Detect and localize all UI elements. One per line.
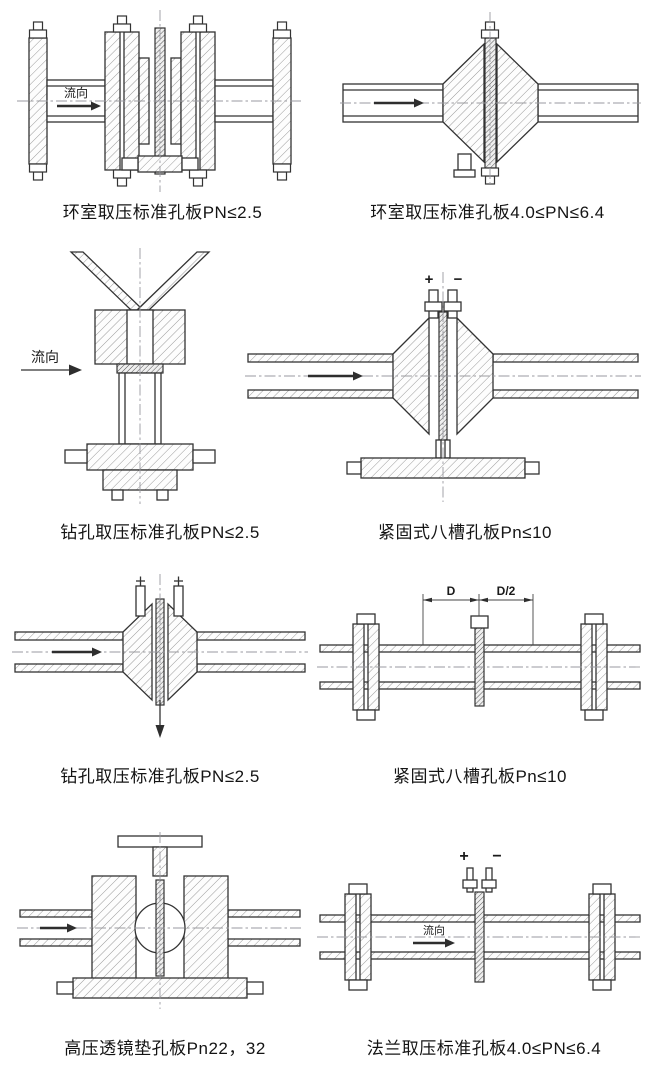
drawing-clamped-eight-groove-a: + − <box>245 271 641 502</box>
caption-lens-gasket-plate: 高压透镜垫孔板Pn22，32 <box>64 1039 266 1058</box>
drawing-flange-tapping: + − 流向 <box>317 848 643 991</box>
flow-direction-label: 流向 <box>31 349 59 365</box>
side-bolt-right <box>192 449 216 464</box>
flow-direction-label: 流向 <box>423 923 445 937</box>
flow-arrow <box>40 923 77 933</box>
vent-plug-right <box>173 576 184 617</box>
figure-drilled-tapping-vertical: 流向 <box>15 246 275 506</box>
drain-fitting <box>453 153 476 178</box>
side-bolt-left <box>64 449 88 464</box>
plus-sign: + <box>425 271 434 288</box>
vent-plug-left <box>135 576 146 617</box>
drawing-clamped-eight-groove-b: D D/2 <box>317 584 643 721</box>
figure-clamped-eight-groove-a: + − <box>243 266 643 506</box>
pressure-tap-negative <box>443 289 462 319</box>
drawing-drilled-tapping-horizontal <box>12 574 308 738</box>
dimension-label-d2: D/2 <box>497 584 516 598</box>
flow-arrow <box>374 98 424 108</box>
figure-flange-tapping: + − 流向 <box>315 842 645 1022</box>
drawing-annular-chamber-pn25: 流向 <box>17 10 303 192</box>
figure-lens-gasket-plate <box>15 828 305 1013</box>
impulse-line-right <box>135 251 211 311</box>
caption-clamped-eight-groove-b: 紧固式八槽孔板Pn≤10 <box>392 767 568 786</box>
flow-arrow <box>57 101 101 111</box>
figure-clamped-eight-groove-b: D D/2 <box>315 582 645 732</box>
flow-arrow <box>69 364 82 376</box>
down-arrow <box>155 725 165 738</box>
pressure-tap-positive <box>462 867 478 893</box>
caption-flange-tapping: 法兰取压标准孔板4.0≤PN≤6.4 <box>366 1039 602 1058</box>
figure-annular-chamber-pn25: 流向 <box>15 6 305 196</box>
pipe-right <box>214 79 274 123</box>
caption-drilled-tapping-horizontal: 钻孔取压标准孔板PN≤2.5 <box>60 767 260 786</box>
caption-annular-chamber-pn25: 环室取压标准孔板PN≤2.5 <box>62 203 263 222</box>
flow-arrow <box>52 647 102 657</box>
flow-arrow <box>308 371 363 381</box>
figure-annular-chamber-pn64 <box>338 8 643 188</box>
caption-annular-chamber-pn64: 环室取压标准孔板4.0≤PN≤6.4 <box>370 203 605 222</box>
figure-drilled-tapping-horizontal <box>10 572 310 742</box>
caption-clamped-eight-groove-a: 紧固式八槽孔板Pn≤10 <box>377 523 553 542</box>
dimension-lines <box>422 594 534 645</box>
drawing-annular-chamber-pn64 <box>340 12 641 185</box>
condensate-pot <box>121 155 199 173</box>
minus-sign: − <box>492 848 501 865</box>
pressure-tap-negative <box>481 867 497 893</box>
drawing-drilled-tapping-vertical: 流向 <box>21 248 216 504</box>
dimension-label-d: D <box>447 584 456 598</box>
drawing-lens-gasket-plate <box>17 832 303 1009</box>
caption-drilled-tapping-vertical: 钻孔取压标准孔板PN≤2.5 <box>60 523 260 542</box>
flow-arrow <box>413 938 455 948</box>
pressure-tap-positive <box>424 289 443 319</box>
flow-direction-label: 流向 <box>64 85 88 100</box>
minus-sign: − <box>454 271 463 288</box>
tap-boss <box>470 615 489 629</box>
plus-sign: + <box>459 848 468 865</box>
impulse-line-left <box>69 251 145 311</box>
